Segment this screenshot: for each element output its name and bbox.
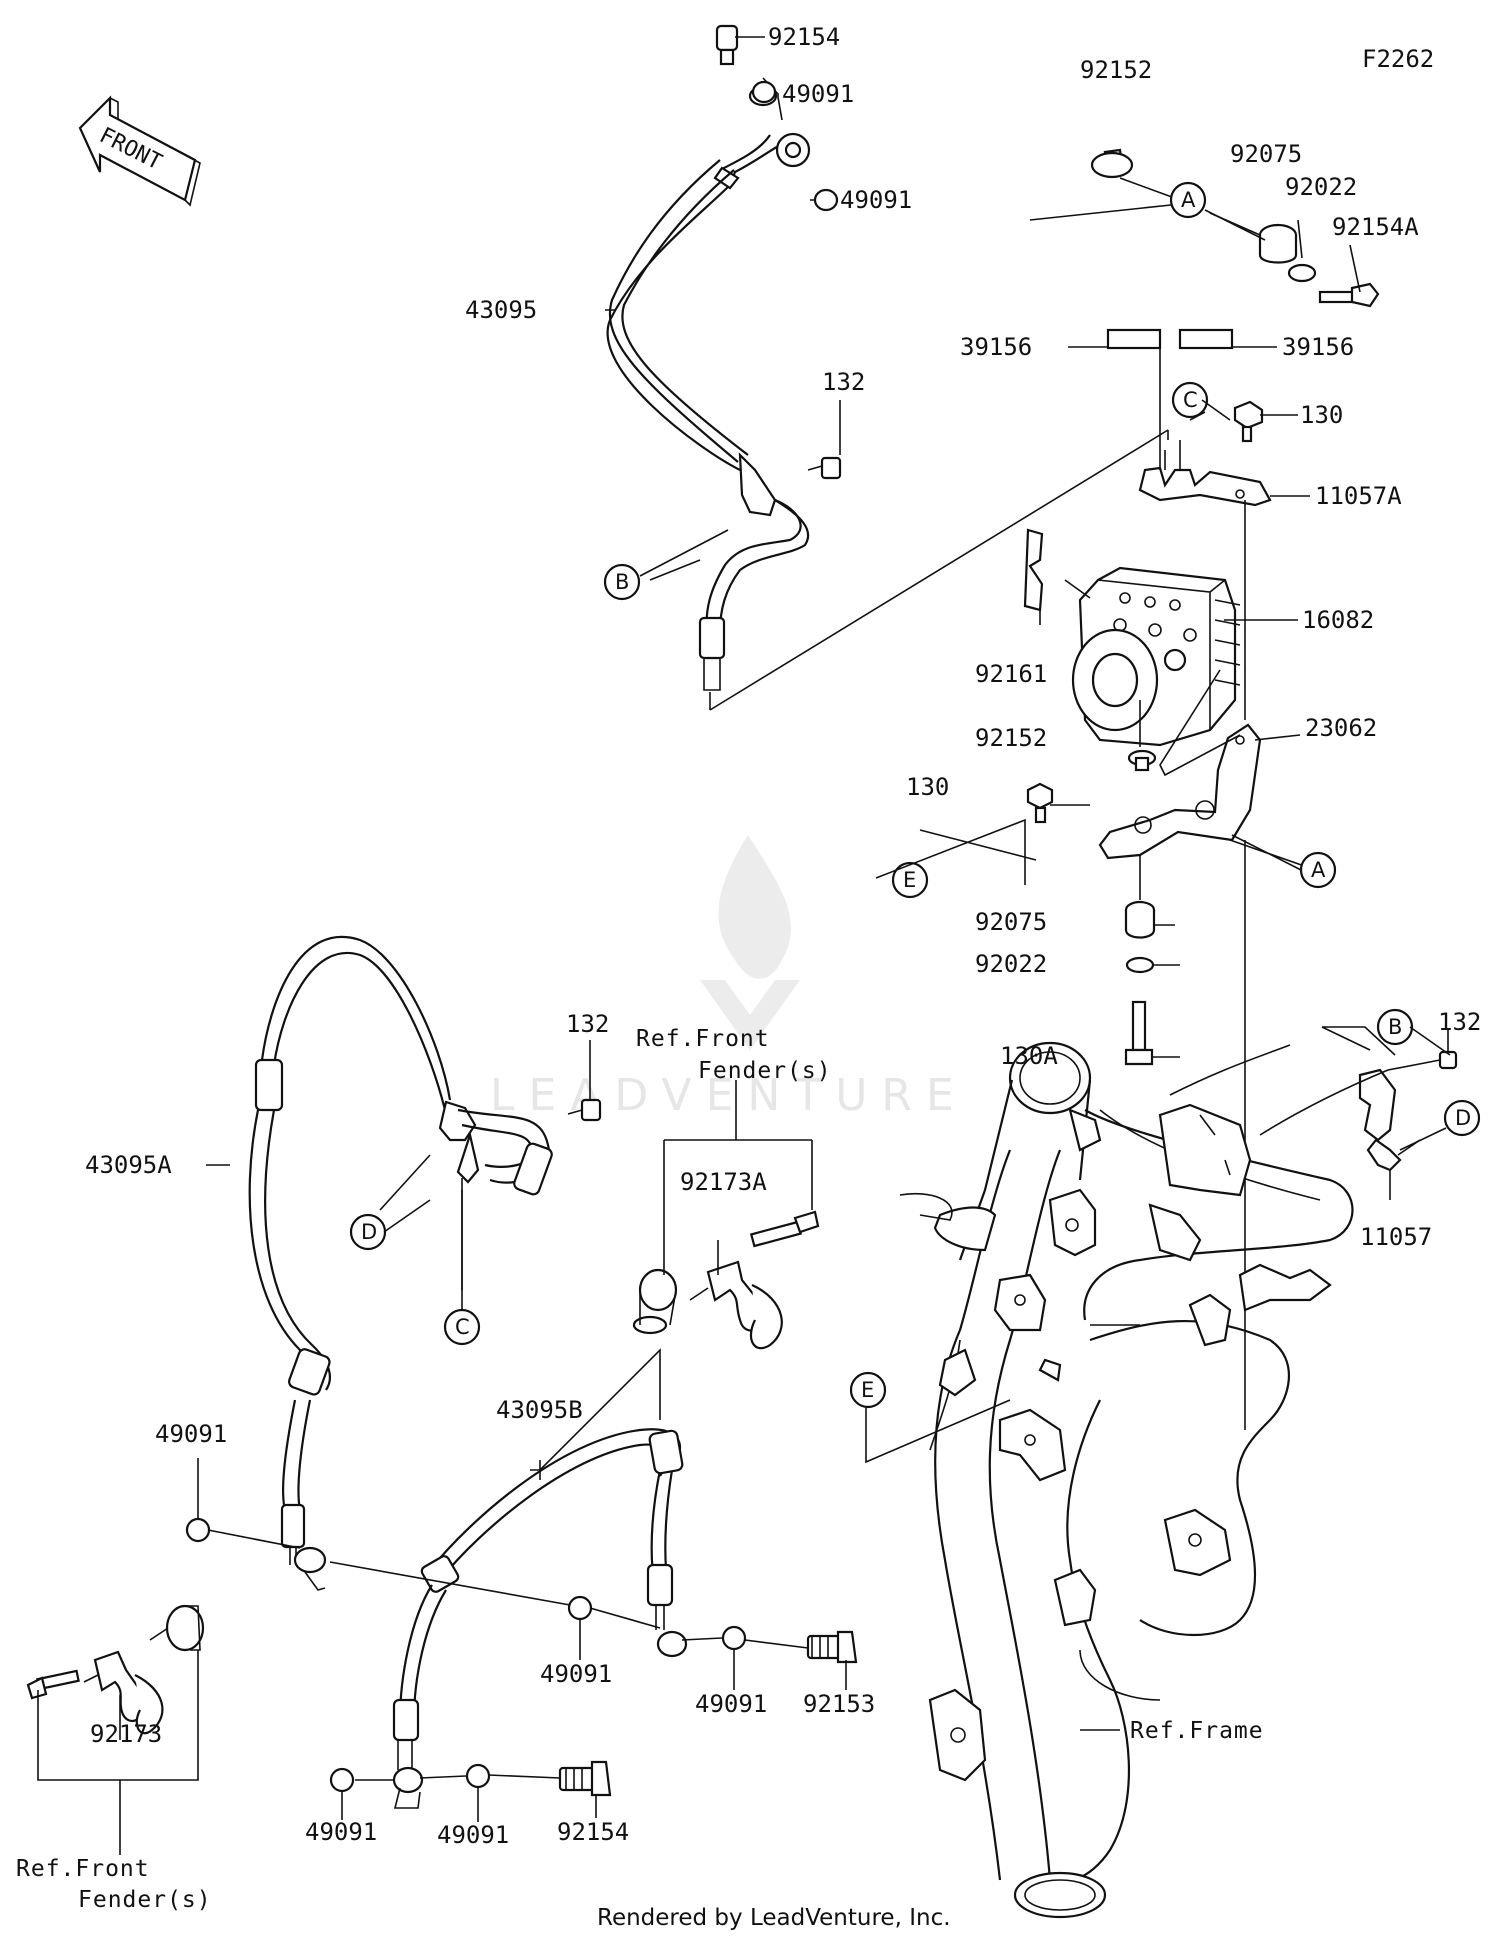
label-39156-right: 39156 (1282, 333, 1354, 361)
ref-front-fender-bot-line1: Ref.Front (16, 1856, 150, 1882)
svg-text:E: E (861, 1378, 874, 1402)
label-130-mid: 130 (906, 773, 949, 801)
washers-49091 (185, 80, 839, 1793)
bolt-130-top (1233, 400, 1264, 443)
svg-text:D: D (361, 1220, 377, 1244)
callout-c-left: C (443, 1308, 481, 1346)
figure-code: F2262 (1362, 45, 1434, 73)
washer-92022-mid (1125, 956, 1155, 974)
label-92152-mid: 92152 (975, 724, 1047, 752)
callout-leaders (383, 204, 1451, 1464)
footer-rendered-by: Rendered by LeadVenture, Inc. (597, 1905, 951, 1931)
bracket-11057A (1138, 466, 1272, 507)
hose-43095B (392, 1428, 688, 1809)
leader-lines-top (605, 36, 1361, 1430)
label-92173A: 92173A (680, 1168, 767, 1196)
label-43095: 43095 (465, 296, 537, 324)
label-92075-mid: 92075 (975, 908, 1047, 936)
leader-43095B (530, 1348, 661, 1480)
watermark-text: LEADVENTURE (490, 1070, 968, 1121)
damper-92161 (1023, 528, 1044, 612)
label-39156-left: 39156 (960, 333, 1032, 361)
svg-text:C: C (1183, 388, 1198, 412)
label-92153: 92153 (803, 1690, 875, 1718)
svg-text:A: A (1181, 188, 1196, 212)
leader-lines-left (206, 1040, 591, 1290)
ref-frame: Ref.Frame (1130, 1718, 1264, 1744)
label-92022-mid: 92022 (975, 950, 1047, 978)
callout-a-mid: A (1299, 851, 1337, 889)
label-132-top: 132 (822, 368, 865, 396)
label-130-top: 130 (1300, 401, 1343, 429)
leader-lines-92173A (663, 1100, 813, 1301)
label-92022-top: 92022 (1285, 173, 1357, 201)
bolt-130A (1124, 1000, 1154, 1066)
bolt-132-mid (567, 1098, 602, 1122)
callout-e-left: E (891, 861, 929, 899)
bolt-132-top (807, 456, 842, 480)
ref-front-fender-mid-line1: Ref.Front (636, 1026, 770, 1052)
clamp-92173 (26, 1604, 205, 1735)
collar-92152-mid (1127, 749, 1157, 772)
label-92075-top: 92075 (1230, 140, 1302, 168)
label-39156-left (1106, 328, 1162, 350)
frame (899, 1041, 1354, 1919)
label-11057: 11057 (1360, 1223, 1432, 1251)
label-49091-left: 49091 (155, 1420, 227, 1448)
leader-lines-43095B (197, 1458, 847, 1822)
label-132-right: 132 (1438, 1008, 1481, 1036)
callout-d-right: D (1443, 1099, 1481, 1137)
ref-front-fender-mid-line2: Fender(s) (698, 1058, 832, 1084)
label-16082: 16082 (1302, 606, 1374, 634)
callout-a-top: A (1169, 181, 1207, 219)
label-49091-e: 49091 (305, 1818, 377, 1846)
ref-front-fender-bot-line2: Fender(s) (78, 1887, 212, 1913)
label-92161: 92161 (975, 660, 1047, 688)
label-39156-right (1178, 328, 1234, 350)
svg-text:B: B (615, 570, 629, 594)
label-11057A: 11057A (1315, 482, 1402, 510)
bracket-23062 (1098, 723, 1262, 860)
hose-43095 (606, 24, 811, 691)
callout-e-frame: E (849, 1371, 887, 1409)
watermark: LEADVENTURE (490, 835, 968, 1121)
clamp-11057 (1358, 1068, 1402, 1172)
svg-text:D: D (1455, 1106, 1471, 1130)
abs-unit-16082 (1071, 566, 1241, 747)
label-43095A: 43095A (85, 1151, 172, 1179)
label-43095B: 43095B (496, 1396, 583, 1424)
callout-d-left: D (349, 1213, 387, 1251)
label-49091-b: 49091 (840, 186, 912, 214)
grommet-92075-mid (1124, 900, 1156, 939)
callout-b-right: B (1376, 1008, 1414, 1046)
label-49091-d: 49091 (695, 1690, 767, 1718)
label-132-mid: 132 (566, 1010, 609, 1038)
label-92152-top: 92152 (1080, 56, 1152, 84)
top-right-parts (1090, 148, 1380, 308)
label-49091-f: 49091 (437, 1821, 509, 1849)
label-130A: 130A (1000, 1042, 1058, 1070)
clamp-92173A (632, 1210, 820, 1350)
label-92154-bot: 92154 (557, 1818, 629, 1846)
label-49091-a: 49091 (782, 80, 854, 108)
front-arrow: FRONT (78, 95, 201, 207)
hose-43095A (248, 935, 553, 1591)
label-92154-top: 92154 (768, 23, 840, 51)
callout-c-top: C (1171, 381, 1209, 419)
svg-text:A: A (1311, 858, 1326, 882)
label-92173: 92173 (90, 1720, 162, 1748)
leader-lines-92173 (37, 1627, 199, 1850)
label-92154A: 92154A (1332, 213, 1419, 241)
svg-text:E: E (903, 868, 916, 892)
svg-text:C: C (455, 1315, 470, 1339)
leader-lines-11057 (1259, 1026, 1449, 1200)
label-49091-c: 49091 (540, 1660, 612, 1688)
bolt-130-mid (1026, 782, 1054, 824)
bolt-92154-bot (558, 1760, 612, 1797)
svg-text:B: B (1388, 1015, 1402, 1039)
callout-b-left: B (603, 563, 641, 601)
label-23062: 23062 (1305, 714, 1377, 742)
bolt-92153 (806, 1630, 858, 1664)
